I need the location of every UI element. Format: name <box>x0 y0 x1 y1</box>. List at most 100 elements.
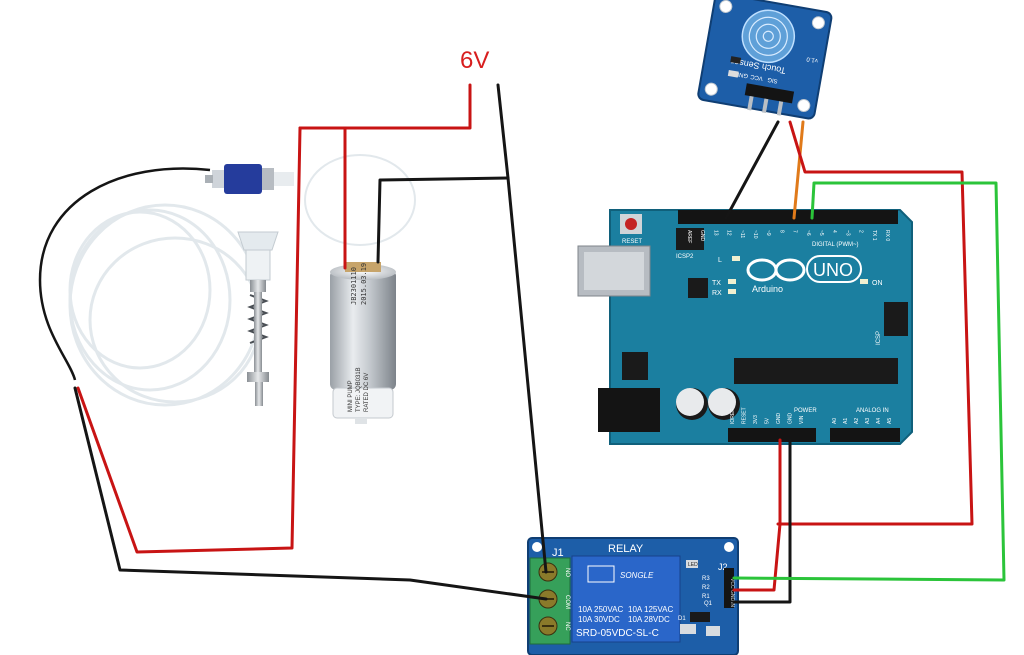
power-label: POWER <box>794 408 817 414</box>
analog-pin-label: A1 <box>843 418 849 424</box>
led-tx-label: TX <box>712 280 721 287</box>
relay-j1-label: J1 <box>552 547 564 559</box>
digital-pin-label: TX 1 <box>871 230 877 241</box>
digital-pin-label: 4 <box>831 230 837 233</box>
relay-brand: SONGLE <box>620 571 654 580</box>
wire-sensor-gnd <box>724 120 780 220</box>
power-pin-label: GND <box>788 413 794 425</box>
wire-valve-positive <box>76 126 302 554</box>
relay-rating-1: 10A 250VAC <box>578 605 623 614</box>
digital-pin-label: RX 0 <box>884 230 890 241</box>
wire-arduino-5v <box>732 438 782 592</box>
wire-6v-positive <box>298 83 472 132</box>
relay-model: SRD-05VDC-SL-C <box>576 628 659 639</box>
pump-label-line1: MINI PUMP <box>348 380 354 412</box>
digital-header <box>678 210 898 224</box>
digital-pin-label: 8 <box>778 230 784 233</box>
wire-valve-to-relay-com <box>73 386 548 601</box>
relay-terminal-label: NO <box>564 568 570 577</box>
power-header <box>728 428 816 442</box>
relay-terminal-label: NC <box>564 622 570 631</box>
led-l-label: L <box>718 257 722 264</box>
pump-code-2: 2015.03.19 <box>360 263 368 305</box>
relay-j2-label: J2 <box>718 562 728 572</box>
touch-pin-label: VCC <box>749 73 763 81</box>
wire-sensor-vcc <box>776 120 974 526</box>
digital-pin-label: ~10 <box>752 230 758 239</box>
relay-q-label: Q1 <box>704 601 713 607</box>
power-pin-label: 3V3 <box>753 415 759 424</box>
pump-label-line3: RATED DC 6V <box>364 373 370 412</box>
wires <box>73 83 1006 604</box>
led-on-label: ON <box>872 280 883 287</box>
digital-pin-label: 7 <box>792 230 798 233</box>
digital-pin-label: ~11 <box>739 230 745 238</box>
digital-pin-label: ~3 <box>844 230 850 236</box>
relay-resistor-label: R1 <box>702 594 710 600</box>
power-pin-label: RESET <box>742 407 748 424</box>
digital-pin-label: GND <box>699 230 705 242</box>
icsp2-label: ICSP2 <box>676 254 694 260</box>
arduino-logo-icon <box>746 258 806 282</box>
supply-voltage-label: 6V <box>460 47 489 74</box>
touch-pin-label: GND <box>734 70 749 78</box>
analog-pin-label: A3 <box>865 418 871 424</box>
wire-pump-negative <box>376 176 510 264</box>
relay-terminal-labels: NO COM NC <box>564 568 570 631</box>
power-pin-labels: IOREF RESET 3V3 5V GND GND VIN <box>730 407 805 424</box>
relay-pin-label: GND <box>729 590 735 602</box>
pump-label-line2: TYPE: JQB031B <box>356 367 362 412</box>
digital-pin-label: ~5 <box>818 230 824 236</box>
analog-label: ANALOG IN <box>856 408 889 414</box>
analog-pin-label: A5 <box>887 418 893 424</box>
solenoid-valve <box>38 164 294 381</box>
arduino-brand: Arduino <box>752 284 783 294</box>
led-rx-label: RX <box>712 290 722 297</box>
power-pin-label: GND <box>776 413 782 425</box>
analog-pin-labels: A0 A1 A2 A3 A4 A5 <box>832 418 893 424</box>
analog-pin-label: A4 <box>876 418 882 424</box>
power-pin-label: 5V <box>765 417 771 424</box>
mini-pump: JB2301110 2015.03.19 MINI PUMP TYPE: JQB… <box>330 262 396 424</box>
arduino-model: UNO <box>813 260 853 280</box>
analog-pin-label: A0 <box>832 418 838 424</box>
digital-pin-label: ~9 <box>765 230 771 236</box>
relay-rating-2: 10A 125VAC <box>628 605 673 614</box>
arduino-uno-board: RESET ICSP2 L TX RX ON UNO Arduino ICSP <box>577 209 913 445</box>
relay-title: RELAY <box>608 543 644 555</box>
icsp-label: ICSP <box>876 331 882 345</box>
wire-arduino-gnd <box>732 438 792 604</box>
wire-sensor-sig <box>792 120 805 220</box>
digital-pin-label: 12 <box>726 230 732 236</box>
wire-6v-negative <box>496 83 548 574</box>
relay-terminal-label: COM <box>564 595 570 609</box>
digital-label: DIGITAL (PWM~) <box>812 242 859 248</box>
analog-header <box>830 428 900 442</box>
relay-resistor-label: R3 <box>702 576 710 582</box>
pump-code-1: JB2301110 <box>350 267 358 305</box>
power-pin-label: IOREF <box>730 409 736 424</box>
touch-sensor-pin-labels: GND VCC SIG <box>734 70 778 84</box>
relay-rating-3: 10A 30VDC <box>578 615 620 624</box>
wire-arduino-signal <box>732 181 1006 582</box>
relay-rating-4: 10A 28VDC <box>628 615 670 624</box>
digital-pin-label: AREF <box>686 230 692 243</box>
relay-module: RELAY J1 J2 NO COM NC SONGLE 10A 250VAC 10… <box>527 537 739 655</box>
touch-sensor-version: v1.0 <box>806 55 819 63</box>
relay-resistor-label: R2 <box>702 585 710 591</box>
touch-pin-label: SIG <box>767 76 779 84</box>
relay-pin-label: VCC <box>729 578 735 589</box>
relay-led-label: LED <box>688 562 698 568</box>
touch-sensor-module: Touch Sensor v1.0 GND VCC SIG <box>697 0 833 120</box>
analog-pin-label: A2 <box>854 418 860 424</box>
relay-d-label: D1 <box>678 616 686 622</box>
power-pin-label: VIN <box>799 415 805 424</box>
digital-pin-label: 13 <box>712 230 718 236</box>
uno-badge <box>806 255 862 283</box>
relay-pin-label: IN <box>729 602 735 607</box>
digital-pin-label: 2 <box>858 230 864 233</box>
